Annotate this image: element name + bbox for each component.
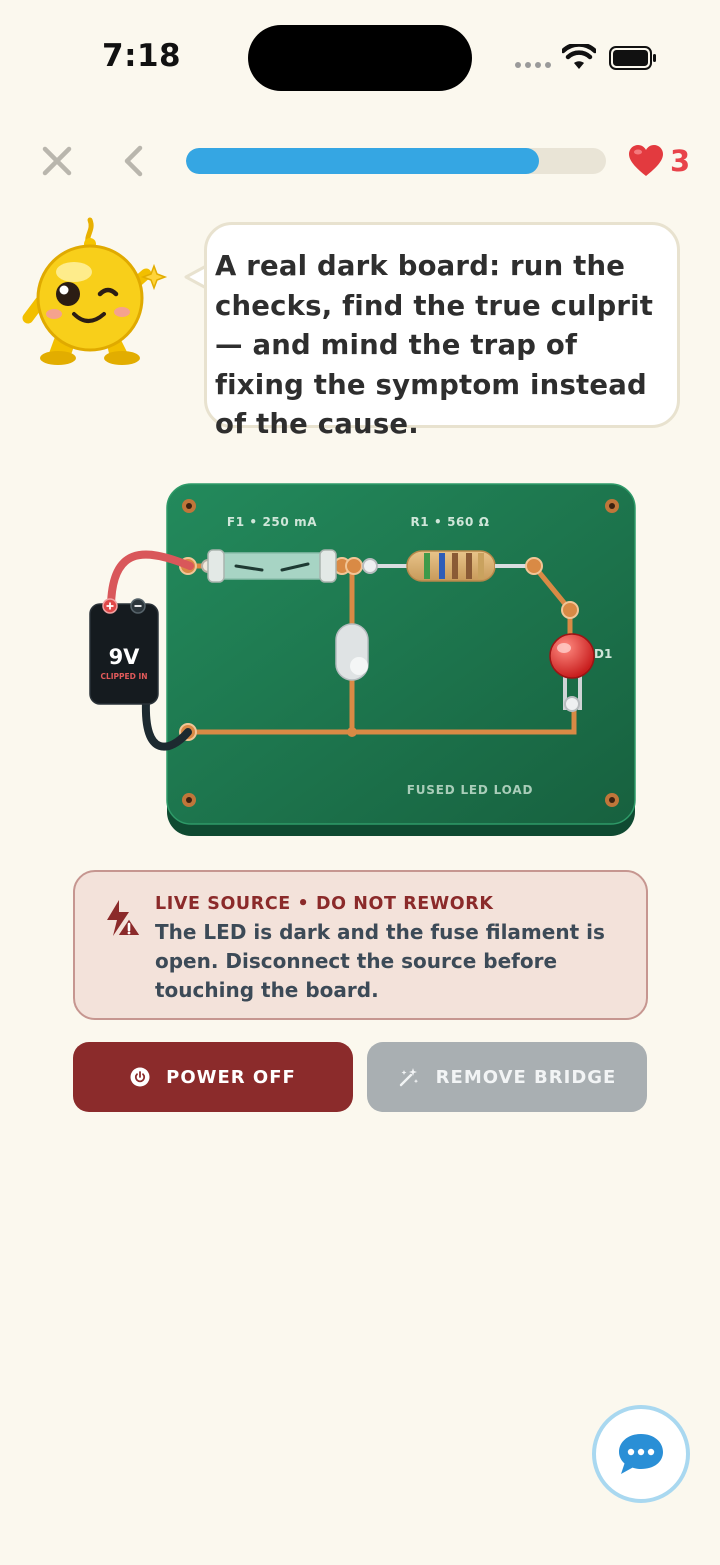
lesson-progress-fill xyxy=(186,148,539,174)
dynamic-island xyxy=(248,25,472,91)
resistor-r1 xyxy=(406,550,496,582)
circuit-board: F1 • 250 mA R1 • 560 Ω D1 FUSED LED LOAD… xyxy=(89,483,636,836)
mascot-speech-text: A real dark board: run the checks, find … xyxy=(215,250,654,440)
power-icon xyxy=(130,1067,150,1087)
power-off-label: POWER OFF xyxy=(166,1066,296,1088)
high-voltage-warning-icon xyxy=(107,900,142,937)
chat-fab-button[interactable] xyxy=(592,1405,690,1503)
battery-status: CLIPPED IN xyxy=(100,672,147,681)
heart-icon xyxy=(629,145,663,176)
mascot-speech-bubble: A real dark board: run the checks, find … xyxy=(204,222,680,440)
power-off-button[interactable]: POWER OFF xyxy=(73,1042,353,1112)
lesson-progress-bar xyxy=(186,148,606,174)
mascot-bulb-character xyxy=(22,217,168,365)
bridge-jumper[interactable] xyxy=(335,623,369,681)
back-chevron-icon[interactable] xyxy=(120,144,148,178)
lives-count: 3 xyxy=(670,144,691,178)
mounting-holes xyxy=(182,499,619,807)
alert-title: LIVE SOURCE • DO NOT REWORK xyxy=(155,894,494,914)
led-d1 xyxy=(549,633,595,712)
chat-bubble-icon xyxy=(619,1434,663,1474)
battery-icon xyxy=(609,46,656,70)
live-source-alert: LIVE SOURCE • DO NOT REWORK The LED is d… xyxy=(73,870,648,1020)
close-icon[interactable] xyxy=(40,144,74,178)
remove-bridge-button[interactable]: REMOVE BRIDGE xyxy=(367,1042,647,1112)
battery-9v xyxy=(89,598,159,705)
wifi-icon xyxy=(562,44,596,69)
led-label: D1 xyxy=(594,647,612,661)
remove-bridge-label: REMOVE BRIDGE xyxy=(435,1066,617,1088)
status-time: 7:18 xyxy=(102,38,182,74)
board-title: FUSED LED LOAD xyxy=(407,783,533,797)
magic-wand-icon xyxy=(399,1068,418,1087)
fuse-f1 xyxy=(179,549,363,583)
battery-voltage: 9V xyxy=(109,645,141,669)
resistor-label: R1 • 560 Ω xyxy=(410,515,489,529)
fuse-label: F1 • 250 mA xyxy=(227,515,317,529)
alert-body: The LED is dark and the fuse filament is… xyxy=(155,920,605,1002)
signal-dots-icon xyxy=(515,62,553,70)
